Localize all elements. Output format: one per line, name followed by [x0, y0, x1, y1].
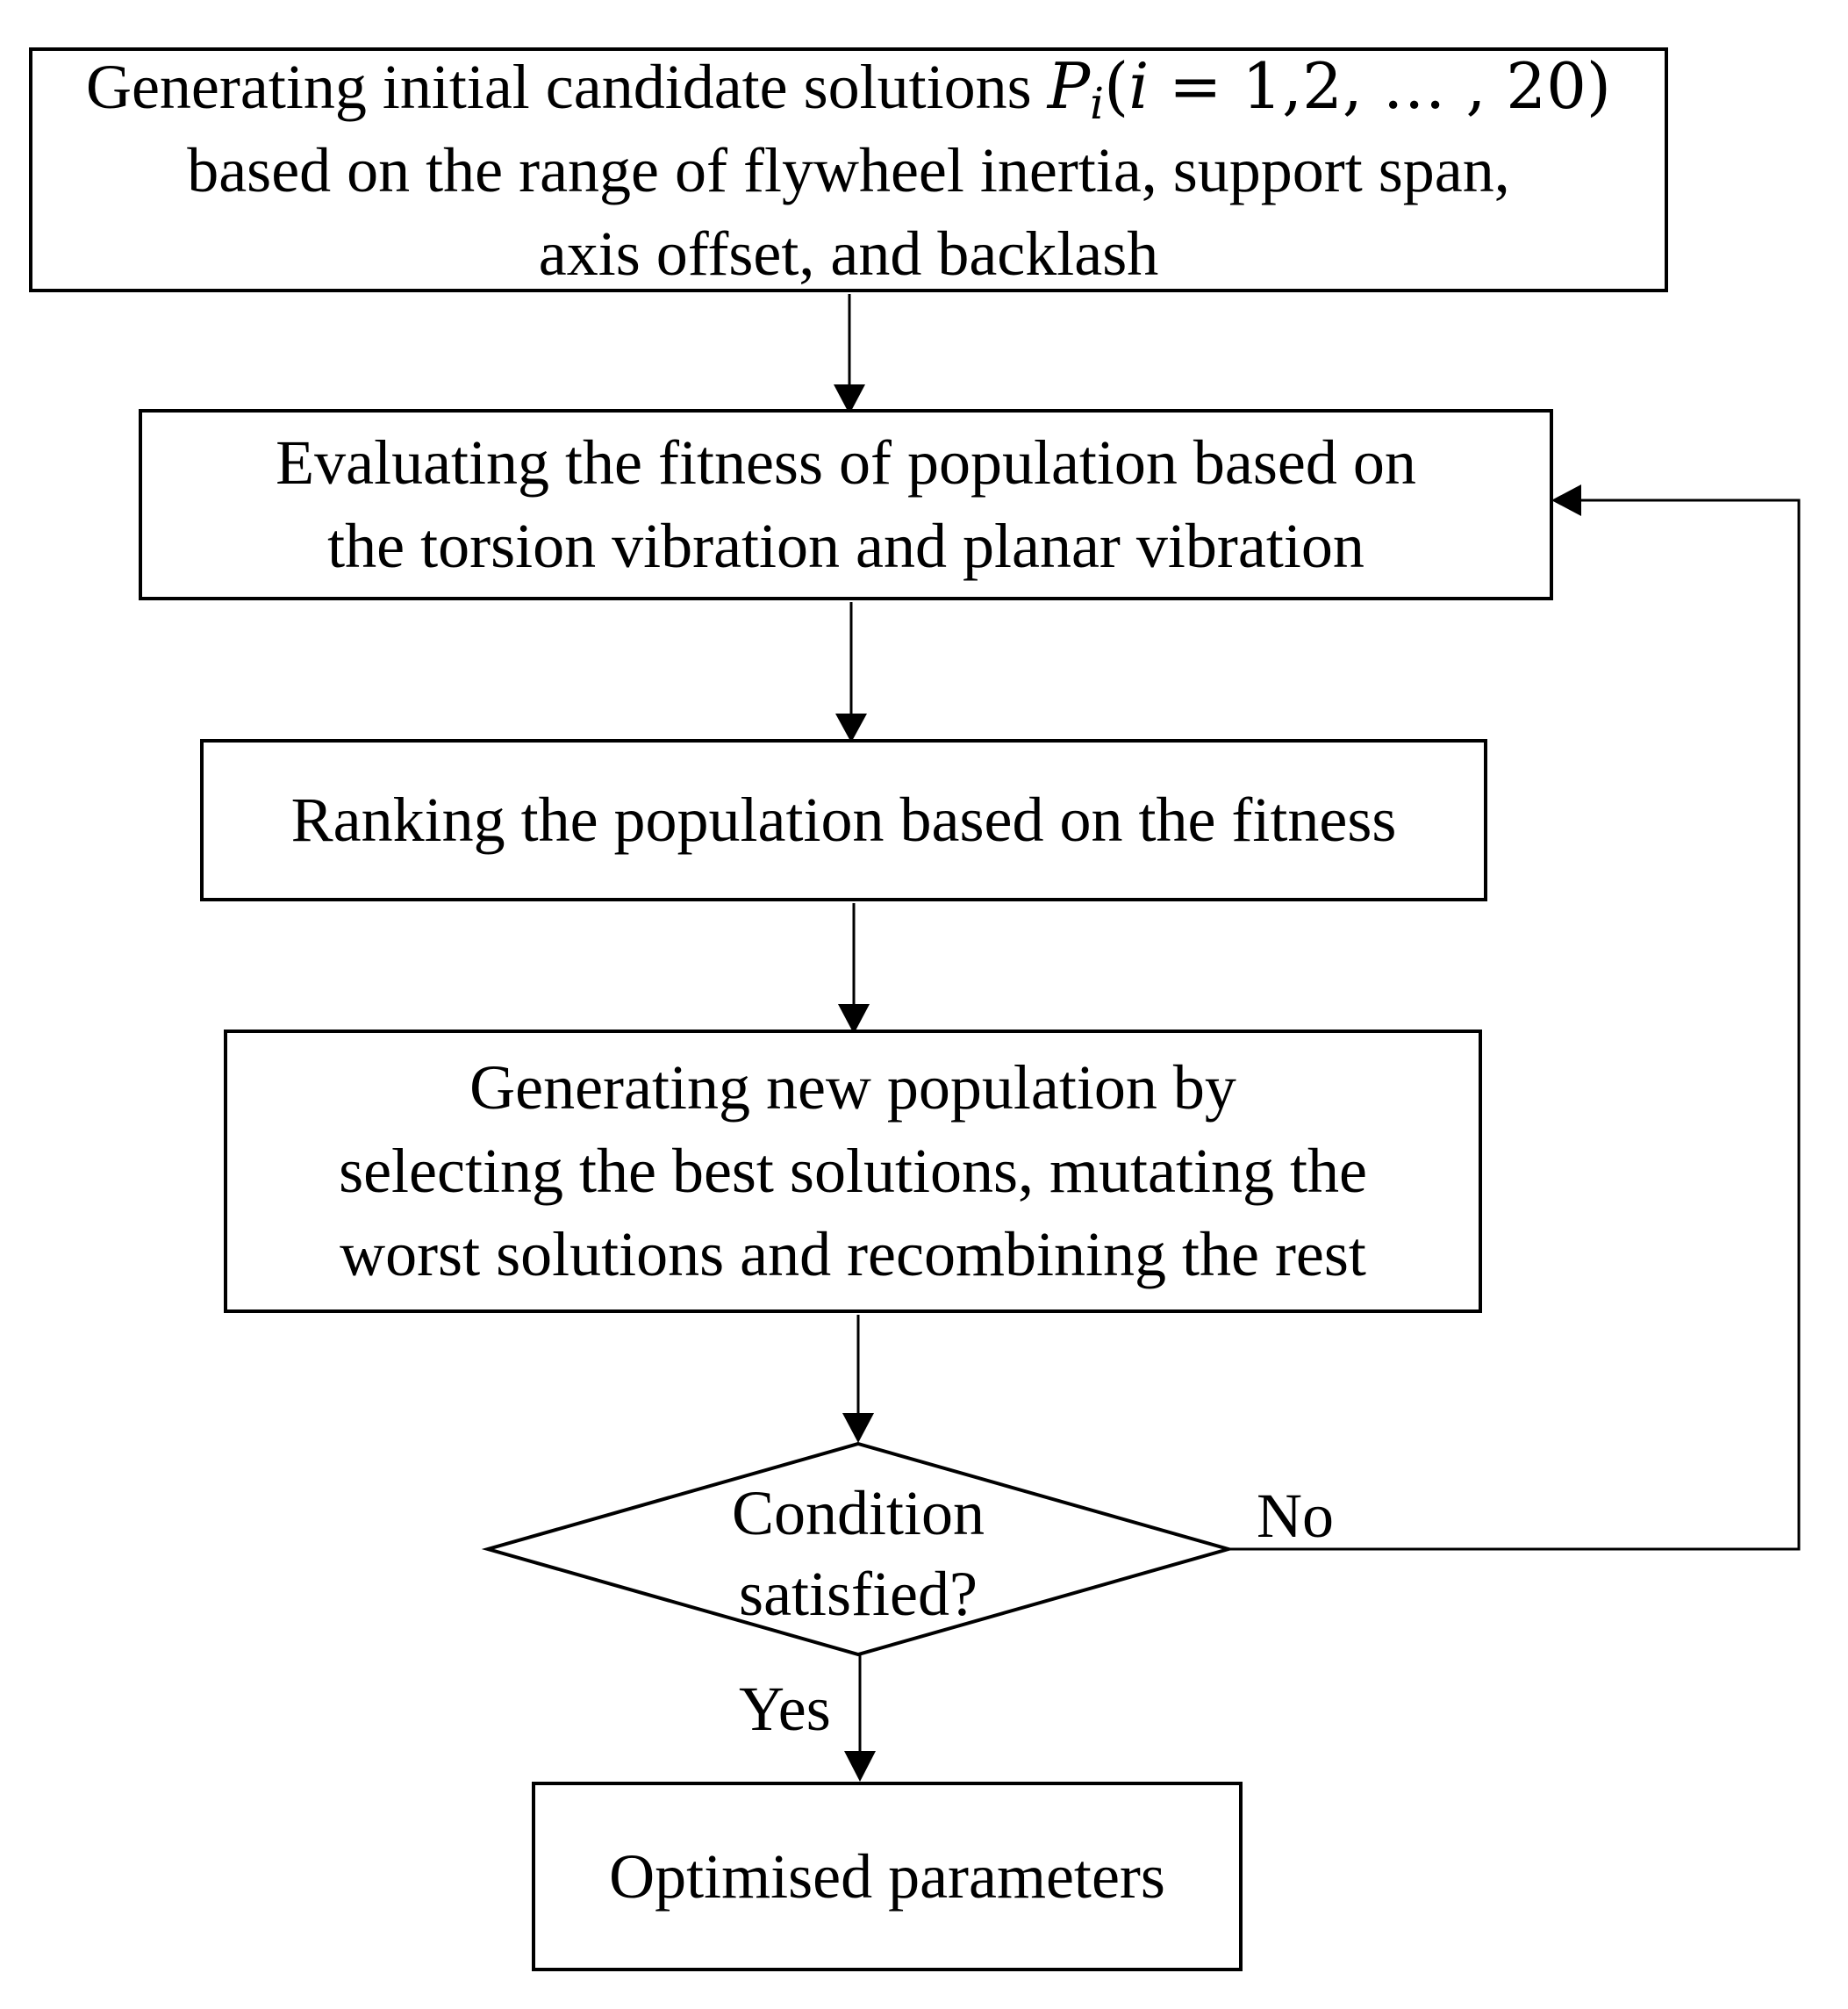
step1-line1-text: Generating initial candidate solutions	[85, 51, 1048, 122]
yes-label: Yes	[739, 1674, 831, 1744]
step-generate-new-population: Generating new population by selecting t…	[224, 1030, 1482, 1313]
decision-diamond	[481, 1441, 1236, 1657]
result-optimised-parameters: Optimised parameters	[532, 1782, 1243, 1971]
step4-line3: worst solutions and recombining the rest	[340, 1219, 1366, 1289]
arrow-step1-to-step2	[834, 294, 865, 414]
decision-line1: Condition	[731, 1478, 985, 1548]
step4-line1: Generating new population by	[469, 1052, 1236, 1123]
arrow-decision-yes-to-result	[844, 1655, 876, 1782]
arrow-step3-to-step4	[838, 903, 870, 1034]
math-open-paren: (	[1104, 48, 1129, 123]
step2-line2: the torsion vibration and planar vibrati…	[327, 511, 1365, 581]
step2-line1: Evaluating the fitness of population bas…	[276, 427, 1416, 498]
step-evaluate-fitness: Evaluating the fitness of population bas…	[139, 409, 1553, 600]
step1-line1: Generating initial candidate solutions P…	[86, 45, 1611, 129]
arrow-decision-no-loop	[1228, 484, 1801, 1551]
math-i: i	[1128, 48, 1150, 123]
math-var-p: Pi	[1047, 48, 1104, 126]
decision-label: Condition satisfied?	[683, 1473, 1034, 1634]
math-p-subscript: i	[1090, 77, 1105, 129]
math-p: P	[1047, 48, 1091, 123]
arrow-step2-to-step3	[835, 602, 867, 743]
decision-line2: satisfied?	[739, 1559, 978, 1629]
step-generate-initial-solutions: Generating initial candidate solutions P…	[29, 47, 1668, 292]
step-rank-population: Ranking the population based on the fitn…	[200, 739, 1487, 901]
step3-line1: Ranking the population based on the fitn…	[290, 785, 1397, 855]
step1-line2: based on the range of flywheel inertia, …	[187, 134, 1510, 205]
no-label: No	[1257, 1481, 1334, 1551]
step4-line2: selecting the best solutions, mutating t…	[339, 1136, 1367, 1206]
arrow-step4-to-decision	[842, 1315, 874, 1443]
step1-line3: axis offset, and backlash	[538, 218, 1159, 289]
math-range: = 1,2, … , 20)	[1149, 48, 1612, 123]
result-line1: Optimised parameters	[609, 1840, 1165, 1912]
